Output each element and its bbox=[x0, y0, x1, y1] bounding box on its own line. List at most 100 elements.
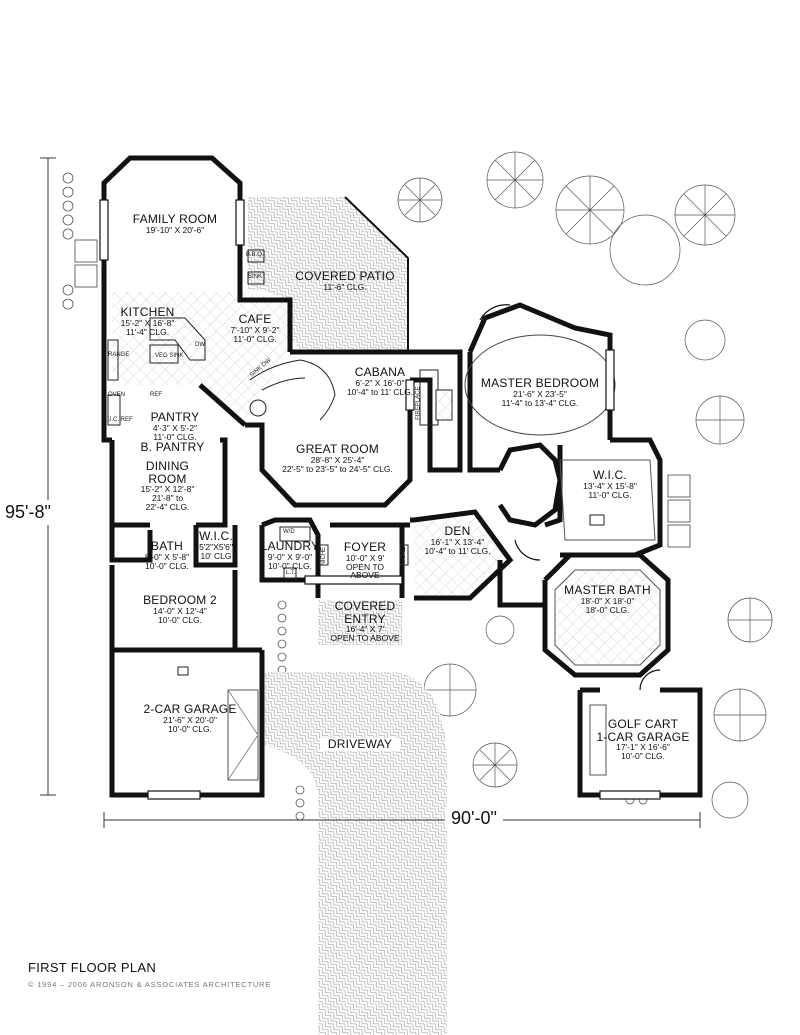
room-size: 13'-4" X 15'-8" bbox=[583, 480, 637, 491]
room-size: 8'-0" X 5'-8" bbox=[144, 551, 190, 562]
room-name: KITCHEN bbox=[120, 305, 175, 319]
room-name: 2-CAR GARAGE bbox=[143, 702, 237, 716]
room-name: W.I.C. bbox=[593, 468, 627, 482]
fixtures bbox=[107, 249, 661, 781]
range-label: RANGE bbox=[108, 352, 130, 358]
room-name: FAMILY ROOM bbox=[132, 212, 218, 226]
uc-ref-label: U.C. REF bbox=[107, 417, 133, 423]
room-den: DEN 16'-1" X 13'-4" 10'-4" to 11' CLG. bbox=[410, 525, 505, 555]
room-bath: BATH 8'-0" X 5'-8" 10'-0" CLG. bbox=[133, 540, 201, 570]
room-name: BEDROOM 2 bbox=[143, 593, 217, 607]
room-size: 15'-2" X 12'-8" bbox=[140, 484, 195, 495]
room-ceiling: 11'-0" CLG. bbox=[153, 431, 197, 442]
room-name: GOLF CART bbox=[607, 717, 679, 731]
room-open-line2: ABOVE bbox=[350, 570, 380, 581]
room-name: CABANA bbox=[354, 365, 406, 379]
room-size: 5'2"X5'6" bbox=[199, 541, 233, 552]
room-size: 15'-2" X 16'-8" bbox=[120, 317, 175, 328]
room-size: 14'-0" X 12'-4" bbox=[153, 605, 207, 616]
depth-dimension: 95'-8" bbox=[5, 500, 51, 525]
room-size: 18'-0" X 18'-0" bbox=[580, 595, 635, 606]
room-ceiling: 10'-0" CLG. bbox=[621, 751, 665, 762]
room-size: 7'-10" X 9'-2" bbox=[230, 324, 280, 335]
room-name: LAUNDRY bbox=[260, 539, 320, 553]
room-size: 21'-6" X 20'-0" bbox=[163, 714, 217, 725]
room-covered-entry: COVERED ENTRY 16'-4" X 7' OPEN TO ABOVE bbox=[320, 600, 410, 643]
room-ceiling: 10'-4" to 11' CLG. bbox=[346, 386, 414, 397]
room-ceiling: 10'-0" CLG. bbox=[158, 614, 202, 625]
room-name: MASTER BEDROOM bbox=[480, 376, 600, 390]
sink-label: SINK bbox=[248, 274, 263, 280]
room-name: DINING bbox=[145, 459, 190, 473]
landscape-trees bbox=[397, 151, 773, 819]
room-pantry: PANTRY 4'-3" X 5'-2" 11'-0" CLG. bbox=[140, 410, 210, 442]
room-ceiling: 10' CLG bbox=[200, 550, 232, 561]
room-name: MASTER BATH bbox=[564, 583, 651, 597]
room-name-line2: 1-CAR GARAGE bbox=[596, 729, 690, 744]
room-size: 16'-4" X 7' bbox=[345, 624, 385, 635]
room-family: FAMILY ROOM 19'-10" X 20'-6" bbox=[120, 213, 230, 235]
room-size: 21'-6" X 23'-5" bbox=[513, 388, 567, 399]
openings bbox=[99, 199, 661, 800]
lt-label: L.T. bbox=[286, 570, 296, 576]
room-name: FOYER bbox=[343, 540, 387, 554]
room-cabana: CABANA 6'-2" X 16'-0" 10'-4" to 11' CLG. bbox=[330, 366, 430, 396]
room-name: BATH bbox=[151, 539, 183, 553]
room-ceiling: 11'-4" to 13'-4" CLG. bbox=[501, 397, 579, 408]
room-ceiling: 10'-4" to 11' CLG. bbox=[424, 545, 491, 556]
paving bbox=[112, 197, 510, 1035]
dimension-lines bbox=[40, 157, 701, 828]
room-size: 9'-0" X 9'-0" bbox=[267, 551, 313, 562]
room-size: 10'-0" X 9' bbox=[345, 552, 385, 563]
room-wic-small: W.I.C. 5'2"X5'6" 10' CLG bbox=[193, 530, 239, 560]
room-ceiling: 22'-5" to 23'-5" to 24'-5" CLG. bbox=[282, 463, 393, 474]
veg-sink-label: VEG SINK bbox=[155, 353, 184, 359]
room-size: 6'-2" X 16'-0" bbox=[355, 377, 405, 388]
room-ceiling: 11'-6" CLG. bbox=[323, 281, 367, 292]
room-name: DEN bbox=[444, 524, 471, 538]
room-size: 17'-1" X 16'-6" bbox=[616, 742, 670, 753]
dw-label: DW bbox=[195, 342, 205, 348]
room-name: PANTRY bbox=[150, 410, 200, 424]
room-covered-patio: COVERED PATIO 11'-6" CLG. bbox=[275, 270, 415, 292]
room-golf-cart-garage: GOLF CART 1-CAR GARAGE 17'-1" X 16'-6" 1… bbox=[593, 718, 693, 761]
room-ceiling: 10'-0" CLG. bbox=[168, 723, 212, 734]
room-size: 4'-3" X 5'-2" bbox=[152, 422, 198, 433]
room-size: 28'-8" X 25'-4" bbox=[310, 454, 365, 465]
room-ceiling: 21'-8" to bbox=[151, 493, 184, 504]
room-name: COVERED PATIO bbox=[295, 269, 395, 283]
fireplace-label: FIREPLACE bbox=[415, 386, 422, 420]
room-ceiling: 18'-0" CLG. bbox=[585, 604, 630, 615]
room-b-pantry: B. PANTRY bbox=[125, 441, 220, 454]
room-laundry: LAUNDRY 9'-0" X 9'-0" 10'-0" CLG. bbox=[255, 540, 325, 570]
wd-label: W/D bbox=[283, 529, 295, 535]
room-ceiling: 10'-0" CLG. bbox=[268, 560, 312, 571]
room-master-bedroom: MASTER BEDROOM 21'-6" X 23'-5" 11'-4" to… bbox=[475, 377, 605, 407]
room-name-line2: ROOM bbox=[148, 471, 187, 486]
room-master-bath: MASTER BATH 18'-0" X 18'-0" 18'-0" CLG. bbox=[555, 584, 660, 614]
area-driveway: DRIVEWAY bbox=[320, 738, 400, 751]
room-name: DRIVEWAY bbox=[327, 737, 393, 751]
room-open: OPEN TO ABOVE bbox=[330, 633, 400, 644]
room-name: W.I.C. bbox=[199, 529, 233, 543]
room-great-room: GREAT ROOM 28'-8" X 25'-4" 22'-5" to 23'… bbox=[265, 443, 410, 473]
room-name: GREAT ROOM bbox=[296, 442, 379, 456]
room-size: 19'-10" X 20'-6" bbox=[145, 224, 205, 235]
room-name-line2: ENTRY bbox=[344, 611, 386, 626]
oven-label: OVEN bbox=[108, 392, 126, 398]
room-ceiling-line2: 22'-4" CLG. bbox=[145, 502, 190, 513]
room-size: 16'-1" X 13'-4" bbox=[430, 536, 485, 547]
planter-boxes bbox=[74, 239, 691, 548]
plan-title: FIRST FLOOR PLAN bbox=[28, 960, 157, 975]
room-name: CAFE bbox=[238, 312, 272, 326]
room-cafe: CAFE 7'-10" X 9'-2" 11'-0" CLG. bbox=[215, 313, 295, 343]
copyright-notice: © 1994 – 2006 ARONSON & ASSOCIATES ARCHI… bbox=[28, 980, 272, 989]
bbq-label: B.B.Q. bbox=[246, 252, 264, 258]
room-dining: DINING ROOM 15'-2" X 12'-8" 21'-8" to 22… bbox=[120, 460, 215, 512]
room-2-car-garage: 2-CAR GARAGE 21'-6" X 20'-0" 10'-0" CLG. bbox=[135, 703, 245, 733]
niche-label-left: NICHE bbox=[321, 546, 328, 566]
room-ceiling: 11'-0" CLG. bbox=[588, 489, 632, 500]
width-dimension: 90'-0" bbox=[445, 808, 503, 829]
ref-label: REF bbox=[150, 392, 162, 398]
